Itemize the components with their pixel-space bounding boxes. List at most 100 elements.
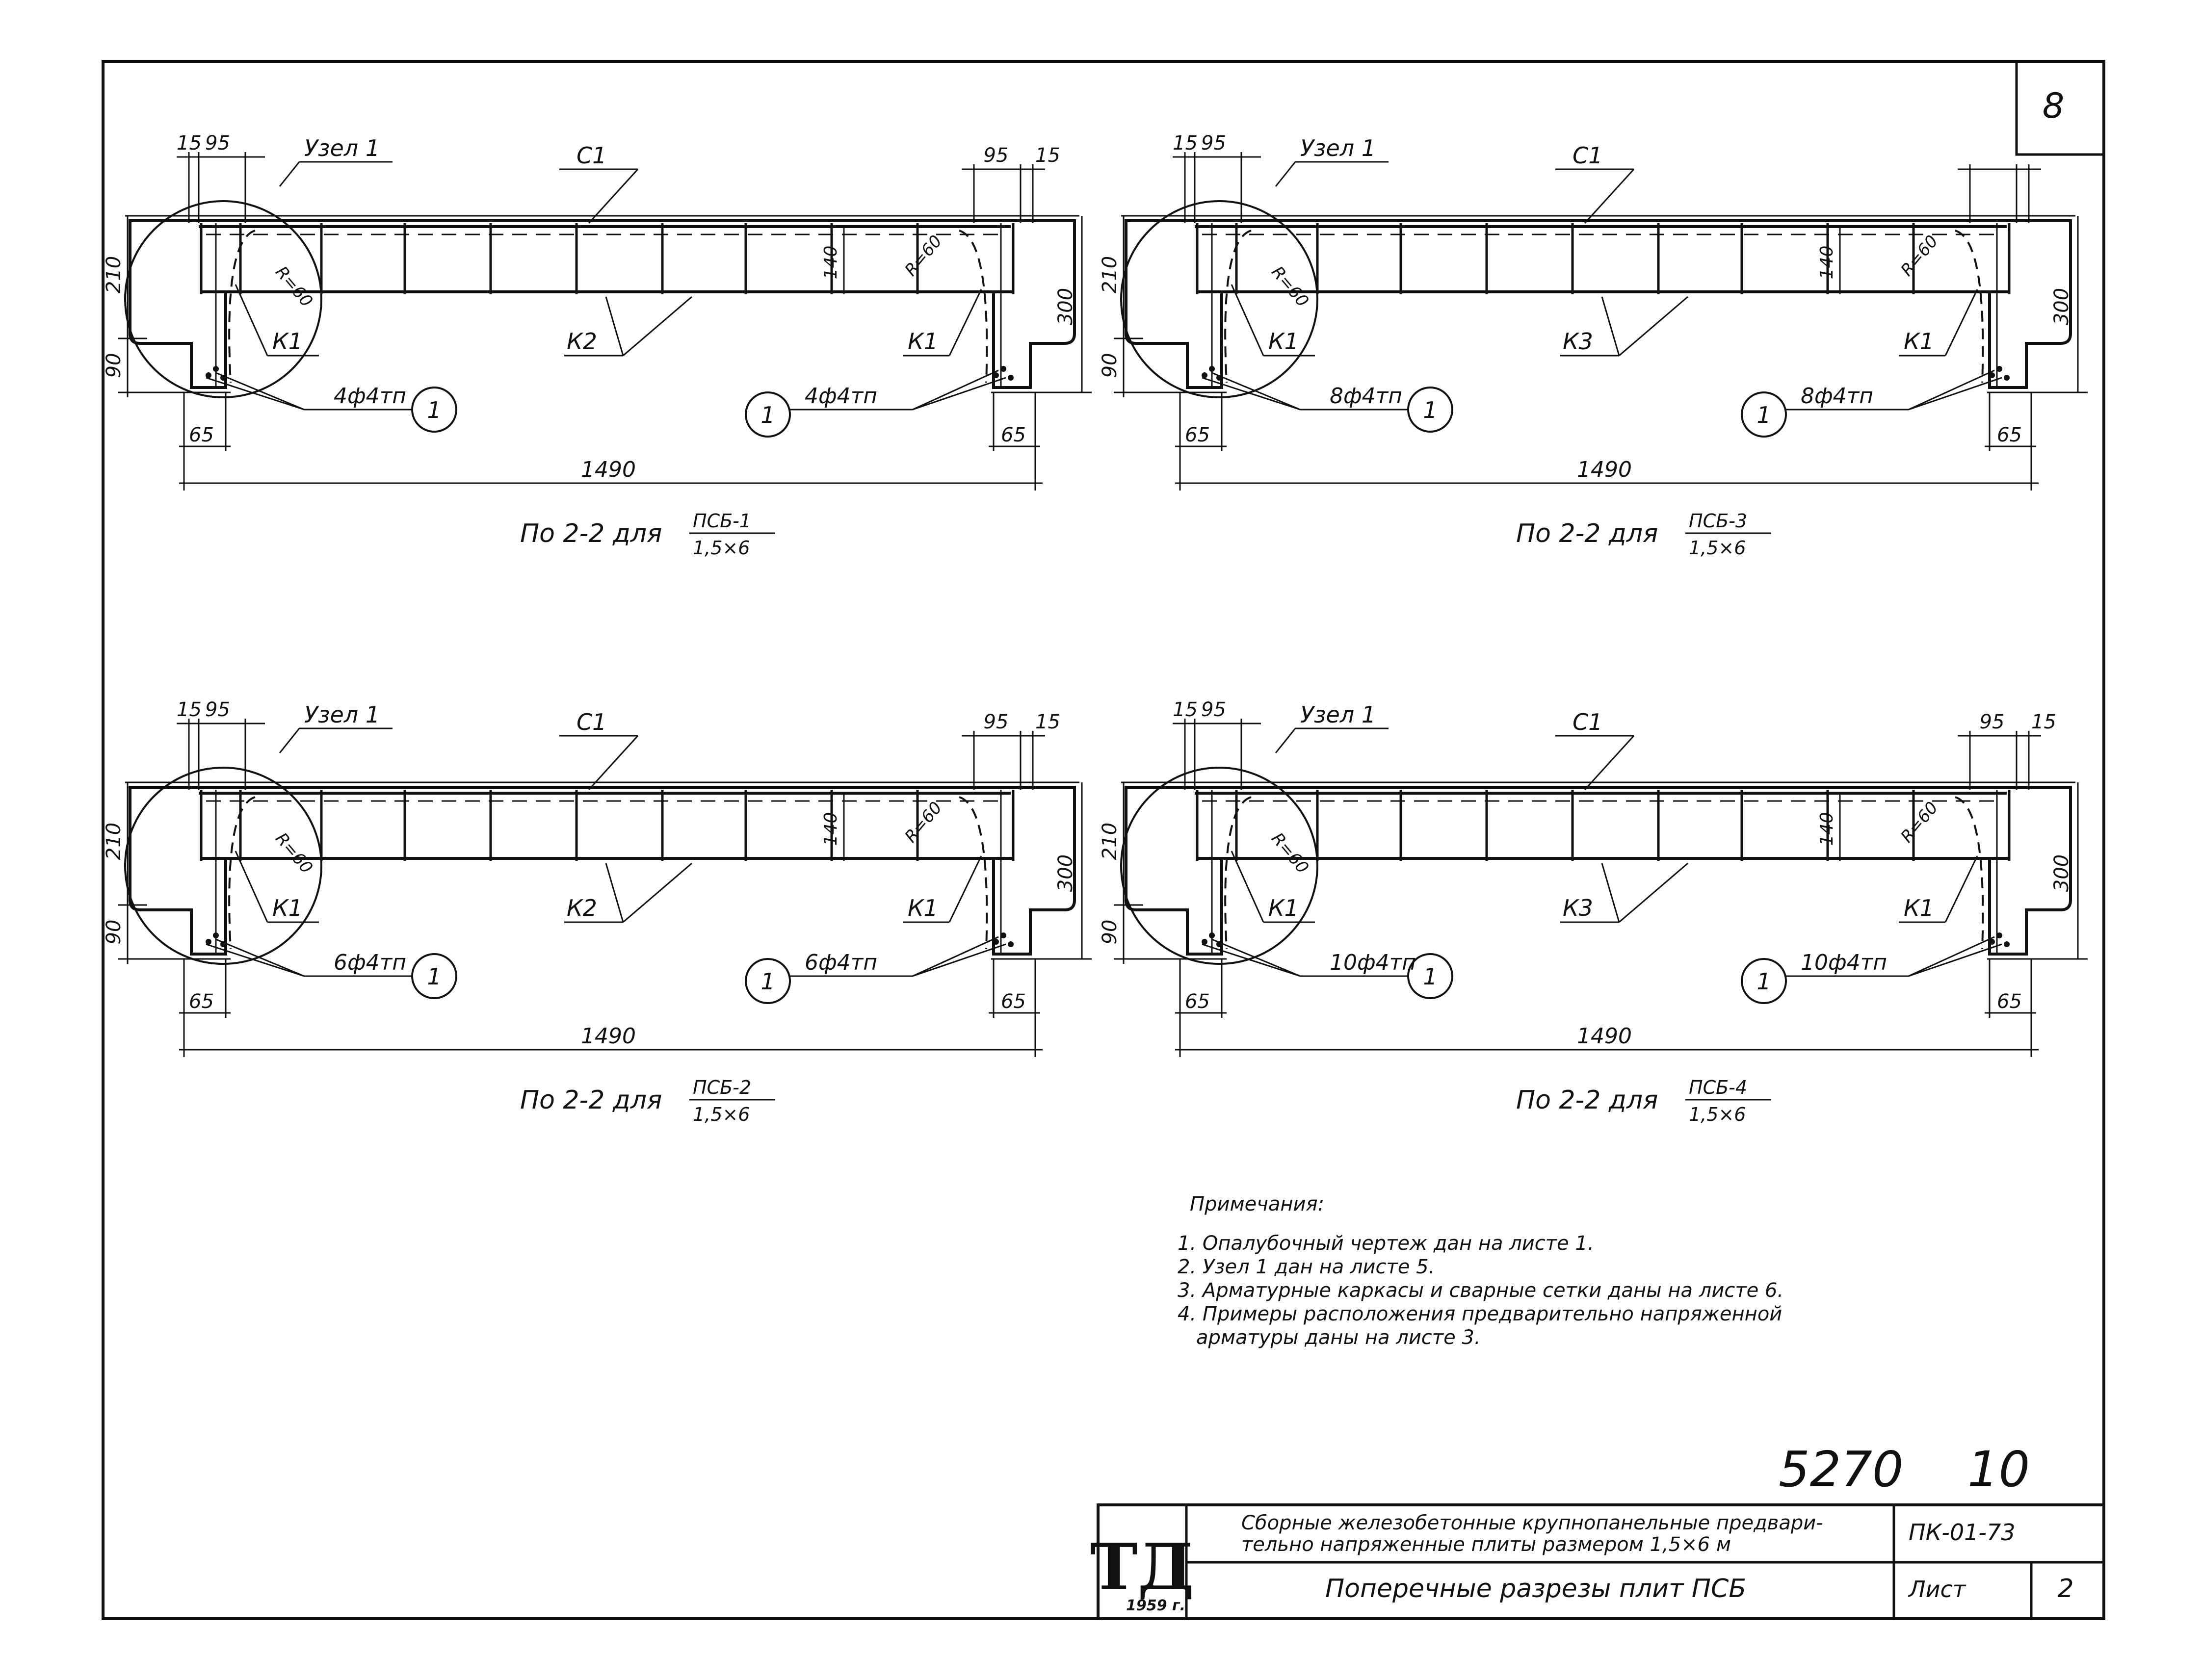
right-bars-label: 4ф4тп <box>805 384 877 409</box>
leader <box>1908 936 1995 977</box>
leader <box>215 372 305 411</box>
position-number-right: 1 <box>1756 968 1771 995</box>
stirrup-left <box>228 796 256 950</box>
corner-number-box: 8 <box>2015 61 2104 156</box>
left-bars-label: 8ф4тп <box>1330 384 1402 409</box>
leader <box>1211 372 1301 411</box>
dim-15-right: 15 <box>2031 711 2056 733</box>
position-number-left: 1 <box>427 397 441 423</box>
node-label: Узел 1 <box>1300 135 1376 161</box>
leader <box>235 851 268 923</box>
slab-size: 1,5×6 <box>693 1104 750 1125</box>
node-circle <box>124 767 322 965</box>
dim-95-left: 95 <box>1201 698 1226 721</box>
leader <box>912 936 999 977</box>
sheet-number: 2 <box>2057 1574 2073 1603</box>
stirrup-right <box>959 796 988 950</box>
stirrup-left <box>1224 796 1252 950</box>
left-frame-label: К1 <box>1268 328 1299 355</box>
position-circle-left <box>411 387 457 433</box>
position-circle-right <box>1741 391 1787 438</box>
dim-95-right: 95 <box>984 711 1009 733</box>
leader <box>1601 863 1620 923</box>
slab-size: 1,5×6 <box>693 537 750 559</box>
left-frame-label: К1 <box>272 328 303 355</box>
position-number-left: 1 <box>1423 397 1437 423</box>
slab-mark: ПСБ-1 <box>693 510 751 532</box>
left-bars-label: 10ф4тп <box>1330 950 1416 975</box>
stirrup-left <box>228 230 256 383</box>
dim-90: 90 <box>1099 353 1121 378</box>
bar-dot <box>1008 941 1014 947</box>
position-circle-right <box>1741 958 1787 1004</box>
mesh-label: С1 <box>1573 142 1602 169</box>
dim-210: 210 <box>1099 823 1121 860</box>
position-circle-right <box>745 391 791 438</box>
dim-15-right: 15 <box>1035 711 1060 733</box>
bar-dot <box>1209 366 1215 372</box>
slab-mark: ПСБ-2 <box>693 1077 751 1098</box>
leader <box>623 296 692 357</box>
dim-95-right: 95 <box>1980 711 2005 733</box>
dim-140: 140 <box>821 246 841 280</box>
radius-left-label: R=60 <box>271 262 316 311</box>
bar-dot <box>1989 939 1995 945</box>
bar-dot <box>2004 375 2010 381</box>
description-line-2: тельно напряженные плиты размером 1,5×6 … <box>1241 1533 1731 1556</box>
leader <box>1275 161 1296 187</box>
position-circle-left <box>1407 953 1453 999</box>
position-circle-right <box>745 958 791 1004</box>
bar-dot <box>1996 366 2002 372</box>
dim-95-left: 95 <box>205 132 230 155</box>
leader <box>588 735 639 791</box>
note-item: 2. Узел 1 дан на листе 5. <box>1178 1256 1435 1278</box>
node-label: Узел 1 <box>1300 701 1376 728</box>
dim-140: 140 <box>1817 246 1837 280</box>
node-label: Узел 1 <box>304 135 380 161</box>
radius-right-label: R=60 <box>901 232 946 280</box>
middle-frame-label: К2 <box>567 895 597 921</box>
slab-mark: ПСБ-3 <box>1689 510 1747 532</box>
dim-15-left: 15 <box>1173 698 1198 721</box>
dim-210: 210 <box>103 823 125 860</box>
dim-1490: 1490 <box>581 1024 636 1049</box>
radius-right-label: R=60 <box>1897 232 1942 280</box>
dim-1490: 1490 <box>1577 457 1632 482</box>
leader <box>1231 284 1264 356</box>
leader <box>912 369 999 411</box>
leader <box>1619 296 1688 357</box>
section-caption: По 2-2 для <box>1516 1086 1658 1115</box>
note-item: арматуры даны на листе 3. <box>1196 1326 1481 1349</box>
year-label: 1959 г. <box>1126 1597 1185 1614</box>
bar-dot <box>1202 939 1207 945</box>
dim-65-right: 65 <box>1997 424 2022 446</box>
node-circle <box>1120 767 1318 965</box>
dim-300: 300 <box>2050 288 2073 325</box>
dim-65-left: 65 <box>1185 424 1210 446</box>
leader <box>588 168 639 224</box>
dim-95-left: 95 <box>205 698 230 721</box>
leader <box>206 943 305 977</box>
position-number-right: 1 <box>1756 402 1771 428</box>
bar-dot <box>206 372 211 378</box>
leader <box>912 943 1006 977</box>
left-bars-label: 4ф4тп <box>334 384 406 409</box>
dim-90: 90 <box>1099 920 1121 945</box>
dim-65-left: 65 <box>1185 990 1210 1013</box>
slab-mark: ПСБ-4 <box>1689 1077 1747 1098</box>
leader <box>215 938 305 977</box>
dim-15-left: 15 <box>177 698 202 721</box>
position-number-left: 1 <box>427 963 441 990</box>
middle-frame-label: К3 <box>1563 328 1593 355</box>
bar-dot <box>1209 932 1215 938</box>
section-caption: По 2-2 для <box>520 1086 662 1115</box>
notes-block: Примечания: 1. Опалубочный чертеж дан на… <box>1178 1193 1783 1349</box>
bar-dot <box>213 932 219 938</box>
right-frame-label: К1 <box>908 328 938 355</box>
bar-dot <box>1000 366 1006 372</box>
bar-dot <box>1989 372 1995 378</box>
